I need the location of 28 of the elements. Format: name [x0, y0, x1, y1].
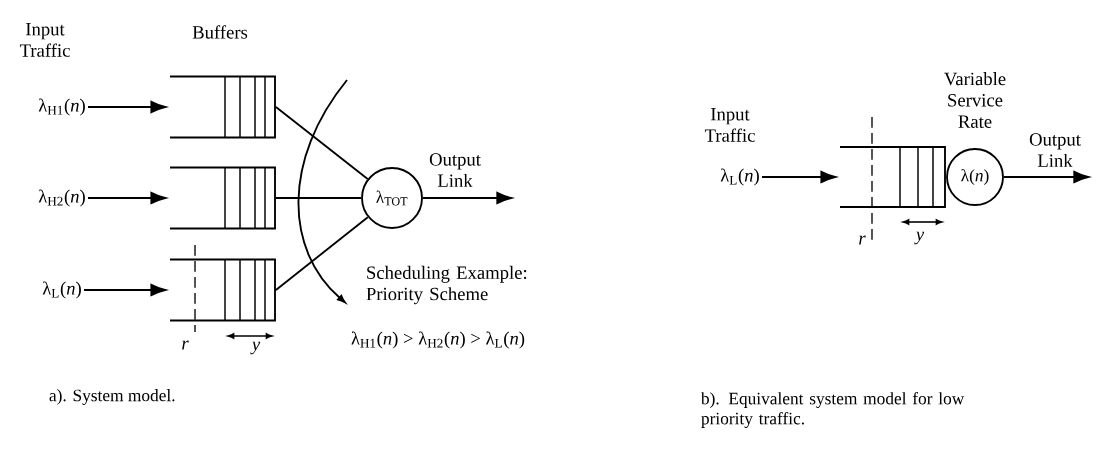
arrow	[761, 170, 836, 183]
queue-buffer	[839, 146, 946, 208]
edge-label: Output Link	[1029, 133, 1081, 167]
formula-text: λ$_{H1}$(n) > λ$_{H2}$(n) > λ$_{L}$(n)	[351, 331, 525, 349]
arrow	[87, 100, 166, 113]
rate-label: λ$_{L}$(n)	[720, 168, 759, 186]
axis-title: Input Traffic	[19, 23, 70, 57]
arrow	[1003, 170, 1089, 183]
variable-label: r	[182, 340, 189, 350]
edge-label: Output Link	[429, 153, 481, 187]
axis-title: Buffers	[192, 25, 248, 39]
server-label: Variable Service Rate	[944, 72, 1006, 128]
caption: b). Equivalent system model for low priority traffic.	[700, 392, 965, 428]
axis-title: Input Traffic	[704, 108, 755, 142]
rate-label: λ$_{H2}$(n)	[38, 189, 85, 207]
rate-label: λ$_{H1}$(n)	[38, 98, 85, 116]
annotation-text: Scheduling Example: Priority Scheme	[366, 265, 527, 305]
caption: a). System model.	[49, 389, 175, 405]
arrow	[87, 191, 166, 204]
queue-buffer	[169, 258, 276, 322]
arrow	[83, 283, 166, 296]
arrow	[422, 191, 512, 204]
variable-label: r	[859, 235, 866, 245]
variable-label: y	[250, 341, 261, 355]
rate-label: λ$_{L}$(n)	[42, 281, 81, 299]
queue-buffer	[169, 75, 276, 139]
queue-buffer	[169, 166, 276, 230]
variable-label: y	[914, 231, 925, 245]
